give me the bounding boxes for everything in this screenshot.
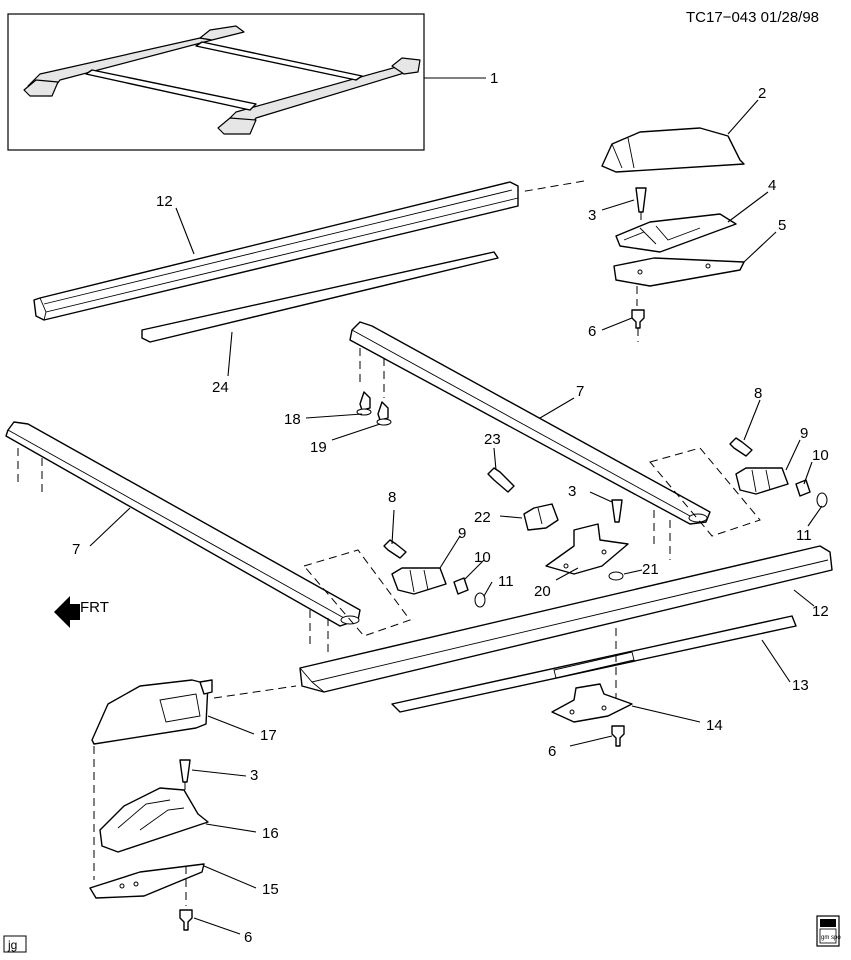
callout-14: 14 xyxy=(706,717,723,734)
front-direction-indicator: FRT xyxy=(54,596,109,628)
clip-9-right xyxy=(735,467,789,495)
base-plate-15 xyxy=(89,863,205,906)
screw-6-lower xyxy=(179,909,193,931)
logo-text: gm spo xyxy=(821,935,841,941)
callout-19: 19 xyxy=(310,439,327,456)
callout-16: 16 xyxy=(262,825,279,842)
callout-3: 3 xyxy=(568,483,576,500)
initials: jg xyxy=(7,938,17,952)
callout-20: 20 xyxy=(534,583,551,600)
callout-8: 8 xyxy=(388,489,396,506)
callout-9: 9 xyxy=(458,525,466,542)
callout-7: 7 xyxy=(72,541,80,558)
callout-numbers: 1 2 3 4 5 6 12 24 7 18 19 8 9 10 11 23 2… xyxy=(72,70,829,946)
callout-17: 17 xyxy=(260,727,277,744)
clip-9-left xyxy=(391,567,447,595)
callout-3: 3 xyxy=(250,767,258,784)
screw-6-upper xyxy=(631,309,645,342)
callout-9: 9 xyxy=(800,425,808,442)
leader-lines xyxy=(89,99,823,935)
mounting-pad-right xyxy=(649,447,761,537)
clip-22 xyxy=(523,503,559,531)
assembled-roof-rack xyxy=(23,25,421,135)
callout-13: 13 xyxy=(792,677,809,694)
callout-21: 21 xyxy=(642,561,659,578)
bolt-8-left xyxy=(383,539,407,559)
callout-12: 12 xyxy=(812,603,829,620)
mounting-pad-left xyxy=(303,549,411,637)
assembly-inset xyxy=(7,13,486,151)
callout-6: 6 xyxy=(588,323,596,340)
initials-box: jg xyxy=(3,935,27,953)
screw-6-middle xyxy=(611,725,625,747)
bolt-3-middle xyxy=(611,499,623,523)
side-rail-12-right xyxy=(299,545,833,693)
front-support-4 xyxy=(615,213,737,253)
callout-4: 4 xyxy=(768,177,776,194)
crossbar-7-front xyxy=(5,421,361,656)
callout-6: 6 xyxy=(244,929,252,946)
callout-22: 22 xyxy=(474,509,491,526)
callout-8: 8 xyxy=(754,385,762,402)
callout-5: 5 xyxy=(778,217,786,234)
callout-11: 11 xyxy=(796,527,812,544)
front-support-16 xyxy=(99,787,209,853)
bracket-20 xyxy=(545,523,629,575)
callout-7: 7 xyxy=(576,383,584,400)
callout-23: 23 xyxy=(484,431,501,448)
callout-10: 10 xyxy=(812,447,829,464)
nut-10-left xyxy=(453,577,469,595)
bolt-8-right xyxy=(729,437,753,457)
crossbar-7-rear xyxy=(349,321,711,560)
bolt-18 xyxy=(356,391,372,416)
gm-spo-logo: gm spo xyxy=(816,915,841,947)
front-arrow-icon xyxy=(54,596,80,628)
callout-11: 11 xyxy=(498,573,514,590)
callout-1: 1 xyxy=(490,70,498,87)
nut-10-right xyxy=(795,479,811,497)
callout-12: 12 xyxy=(156,193,173,210)
base-plate-5 xyxy=(613,257,745,306)
callout-24: 24 xyxy=(212,379,229,396)
callout-18: 18 xyxy=(284,411,301,428)
washer-21 xyxy=(608,571,624,581)
bolt-3-upper xyxy=(635,187,647,234)
callout-15: 15 xyxy=(262,881,279,898)
side-rail-12-left xyxy=(33,181,519,321)
callout-6: 6 xyxy=(548,743,556,760)
bolt-23 xyxy=(487,467,515,493)
rail-strip-13 xyxy=(391,615,797,713)
front-end-cap-17 xyxy=(91,679,213,745)
rear-end-cap-right xyxy=(601,127,745,173)
callout-10: 10 xyxy=(474,549,491,566)
rail-strip-24 xyxy=(141,251,499,343)
bolt-19 xyxy=(376,401,392,426)
drawing-id: TC17−043 01/28/98 xyxy=(686,9,819,26)
front-label: FRT xyxy=(80,599,109,616)
callout-3: 3 xyxy=(588,207,596,224)
washer-11-right xyxy=(816,492,828,508)
washer-11-left xyxy=(474,592,486,608)
callout-2: 2 xyxy=(758,85,766,102)
bracket-plate-14 xyxy=(551,683,633,723)
